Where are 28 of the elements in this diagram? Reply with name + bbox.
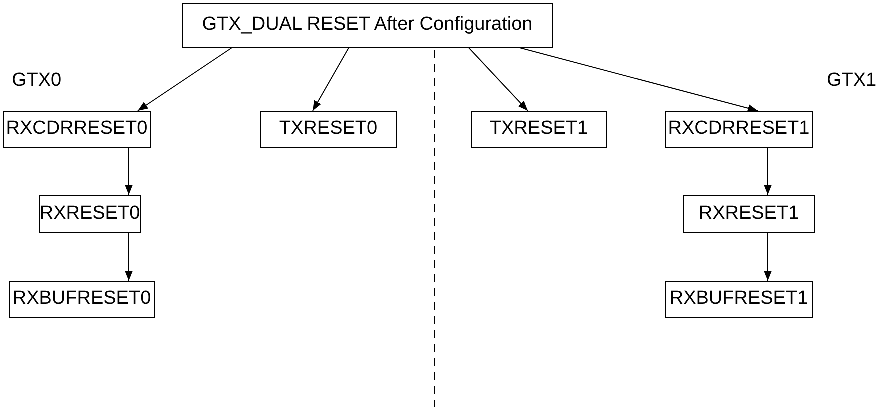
arrow [520, 48, 758, 112]
process-box [471, 111, 607, 148]
box-label: TXRESET0 [279, 117, 378, 142]
box-label: RXCDRRESET0 [6, 117, 148, 142]
process-box [9, 281, 155, 318]
arrow [468, 48, 528, 112]
arrow [312, 48, 350, 112]
box-label: TXRESET1 [490, 117, 588, 142]
process-box [665, 111, 813, 148]
arrow [125, 232, 133, 282]
process-box [39, 195, 141, 233]
arrow [764, 232, 772, 282]
arrow [125, 148, 133, 196]
box-label: RXRESET0 [40, 202, 140, 226]
process-box [683, 195, 815, 233]
box-label: RXRESET1 [698, 202, 800, 226]
process-box [665, 281, 813, 318]
box-label: RXBUFRESET1 [670, 287, 808, 312]
arrow [764, 148, 772, 196]
box-label: RXBUFRESET0 [12, 287, 152, 312]
process-box [182, 3, 553, 48]
process-box [3, 111, 151, 148]
section-label: GTX1 [827, 69, 877, 93]
process-box [260, 111, 397, 148]
section-label: GTX0 [12, 69, 62, 93]
box-label: GTX_DUAL RESET After Configuration [202, 13, 533, 38]
box-label: RXCDRRESET1 [668, 117, 810, 142]
arrow [138, 48, 232, 112]
